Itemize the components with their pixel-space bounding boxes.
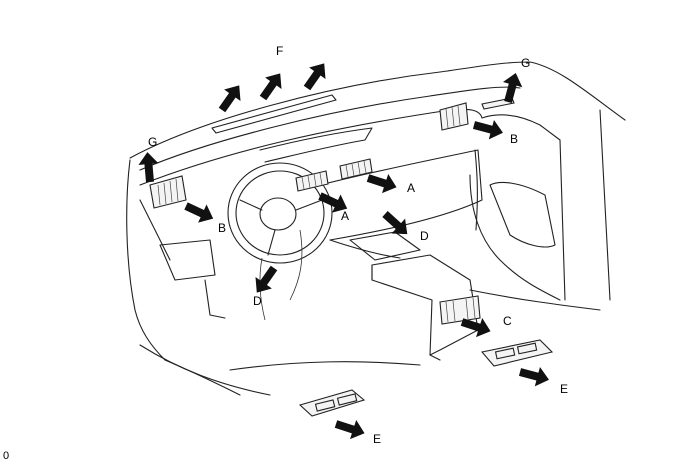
arrow-d-left	[248, 262, 283, 299]
left-side-vent	[149, 175, 187, 209]
rear-console-vent	[439, 295, 481, 325]
label-e-right: E	[560, 382, 568, 396]
arrow-e-right	[517, 362, 552, 390]
right-side-vent	[439, 102, 469, 131]
dashboard-outline	[126, 61, 626, 396]
arrow-f-3	[298, 57, 333, 94]
label-b-left: B	[218, 221, 226, 235]
label-f: F	[276, 44, 283, 58]
label-a-right: A	[407, 181, 415, 195]
arrow-e-bottom	[332, 414, 368, 443]
arrow-b-left	[181, 196, 218, 228]
center-vent-right	[339, 158, 373, 180]
label-d-center: D	[420, 229, 429, 243]
label-e-bottom: E	[373, 432, 381, 446]
label-g-left: G	[148, 135, 157, 149]
label-d-left: D	[253, 294, 262, 308]
label-a-center: A	[341, 209, 349, 223]
rear-floor-vent-right	[480, 339, 554, 367]
label-g-right: G	[521, 56, 530, 70]
center-vent-left	[295, 170, 329, 192]
rear-floor-vent-bottom	[298, 389, 366, 417]
arrow-b-right	[471, 115, 506, 143]
label-c: C	[503, 314, 512, 328]
label-b-right: B	[510, 132, 518, 146]
arrow-f-2	[254, 67, 289, 104]
arrow-f-1	[213, 79, 248, 116]
arrow-g-left	[137, 151, 160, 183]
corner-code: 0	[3, 450, 9, 462]
